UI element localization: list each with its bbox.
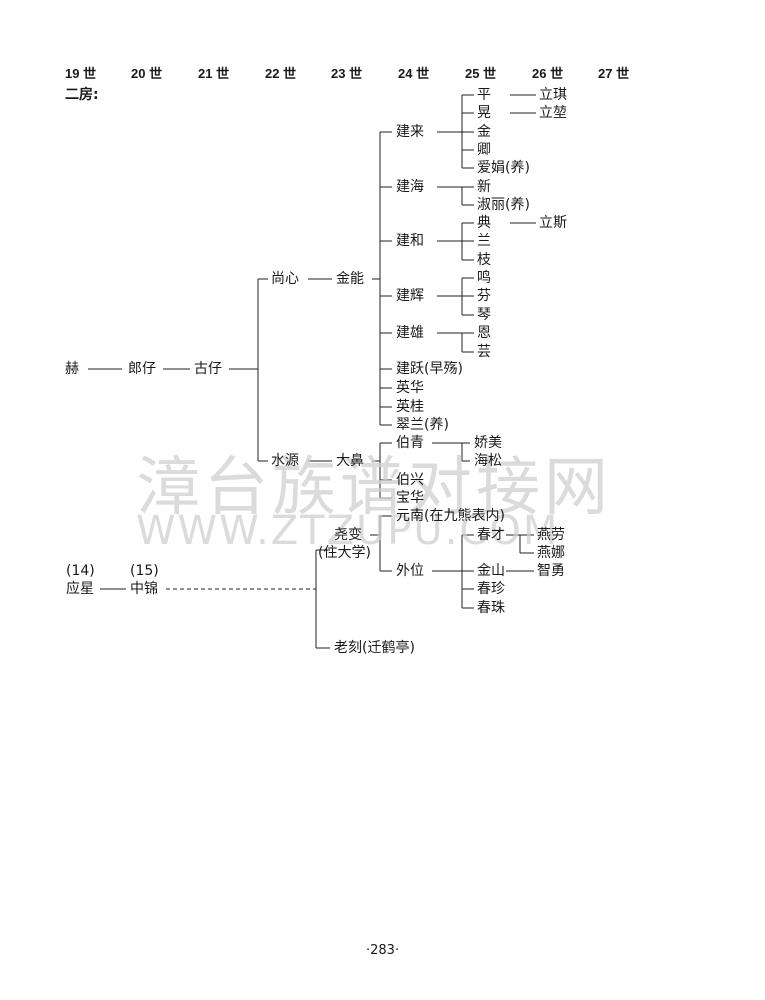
generation-21: 21 世 — [198, 66, 230, 81]
person-yun: 芸 — [477, 344, 491, 360]
person-zhiyong: 智勇 — [537, 563, 565, 579]
generation-19: 19 世 — [65, 66, 97, 81]
person-dabi: 大鼻 — [336, 453, 364, 469]
person-yinghua: 英华 — [396, 380, 424, 396]
person-shangxin: 尚心 — [271, 271, 299, 287]
person-aijuan: 爱娟(养) — [477, 160, 530, 176]
person-yingxing: 应星 — [66, 581, 94, 597]
person-yaobian-note: (住大学) — [318, 545, 371, 561]
person-lisi: 立斯 — [539, 215, 567, 231]
person-yinggui: 英桂 — [396, 399, 424, 415]
person-lisu: 立堃 — [539, 105, 567, 121]
person-yanna: 燕娜 — [537, 545, 565, 561]
person-boxing: 伯兴 — [396, 472, 424, 488]
person-lan: 兰 — [477, 233, 491, 249]
page-number: ·283· — [366, 943, 400, 958]
person-jinshan: 金山 — [477, 563, 505, 579]
generation-24: 24 世 — [398, 66, 430, 81]
generation-23: 23 世 — [331, 66, 363, 81]
person-cuilan: 翠兰(养) — [396, 417, 449, 433]
person-yaobian: 尧变 — [334, 527, 362, 543]
person-laoke: 老刻(迁鹤亭) — [334, 640, 415, 656]
person-jianhai: 建海 — [396, 179, 424, 195]
person-en: 恩 — [477, 325, 491, 341]
person-fen: 芬 — [477, 288, 491, 304]
person-jiaomei: 娇美 — [474, 435, 502, 451]
person-jianhui: 建辉 — [396, 288, 424, 304]
person-jianlai: 建来 — [396, 124, 424, 140]
person-boqing: 伯青 — [396, 435, 424, 451]
person-shuli: 淑丽(养) — [477, 197, 530, 213]
person-chuncai: 春才 — [477, 527, 505, 543]
person-zhongjin: 中锦 — [130, 581, 158, 597]
person-ming: 鸣 — [477, 270, 491, 286]
person-dian: 典 — [477, 215, 491, 231]
person-jinneng: 金能 — [336, 271, 364, 287]
person-yanlao: 燕劳 — [537, 527, 565, 543]
person-haisong: 海松 — [474, 453, 502, 469]
section-title: 二房: — [65, 87, 99, 103]
person-huang: 晃 — [477, 105, 491, 121]
person-jin: 金 — [477, 124, 491, 140]
person-yuannan: 元南(在九熊表内) — [396, 508, 505, 524]
person-guzai: 古仔 — [194, 361, 222, 377]
person-waiwei: 外位 — [396, 563, 424, 579]
watermark-url: WWW.ZTZUPU.COM — [136, 508, 560, 554]
person-chunzhu: 春珠 — [477, 600, 505, 616]
person-zhi: 枝 — [477, 252, 491, 268]
person-shuiyuan: 水源 — [271, 453, 299, 469]
person-jianyue: 建跃(早殇) — [396, 361, 463, 377]
person-xin: 新 — [477, 179, 491, 195]
person-qin: 琴 — [477, 307, 491, 323]
person-baohua: 宝华 — [396, 490, 424, 506]
generation-25: 25 世 — [465, 66, 497, 81]
generation-22: 22 世 — [265, 66, 297, 81]
person-langzai: 郎仔 — [128, 361, 156, 377]
person-chunzhen: 春珍 — [477, 581, 505, 597]
generation-20: 20 世 — [131, 66, 163, 81]
person-he: 赫 — [65, 361, 79, 377]
generation-14-label: (14) — [66, 563, 95, 579]
generation-27: 27 世 — [598, 66, 630, 81]
generation-15-label: (15) — [130, 563, 159, 579]
person-jianxiong: 建雄 — [396, 325, 424, 341]
person-liqi: 立琪 — [539, 87, 567, 103]
person-qing: 卿 — [477, 142, 491, 158]
watermark-chinese: 漳台族谱对接网 — [136, 451, 612, 525]
generation-26: 26 世 — [532, 66, 564, 81]
person-jianhe: 建和 — [396, 233, 424, 249]
person-ping: 平 — [477, 87, 491, 103]
